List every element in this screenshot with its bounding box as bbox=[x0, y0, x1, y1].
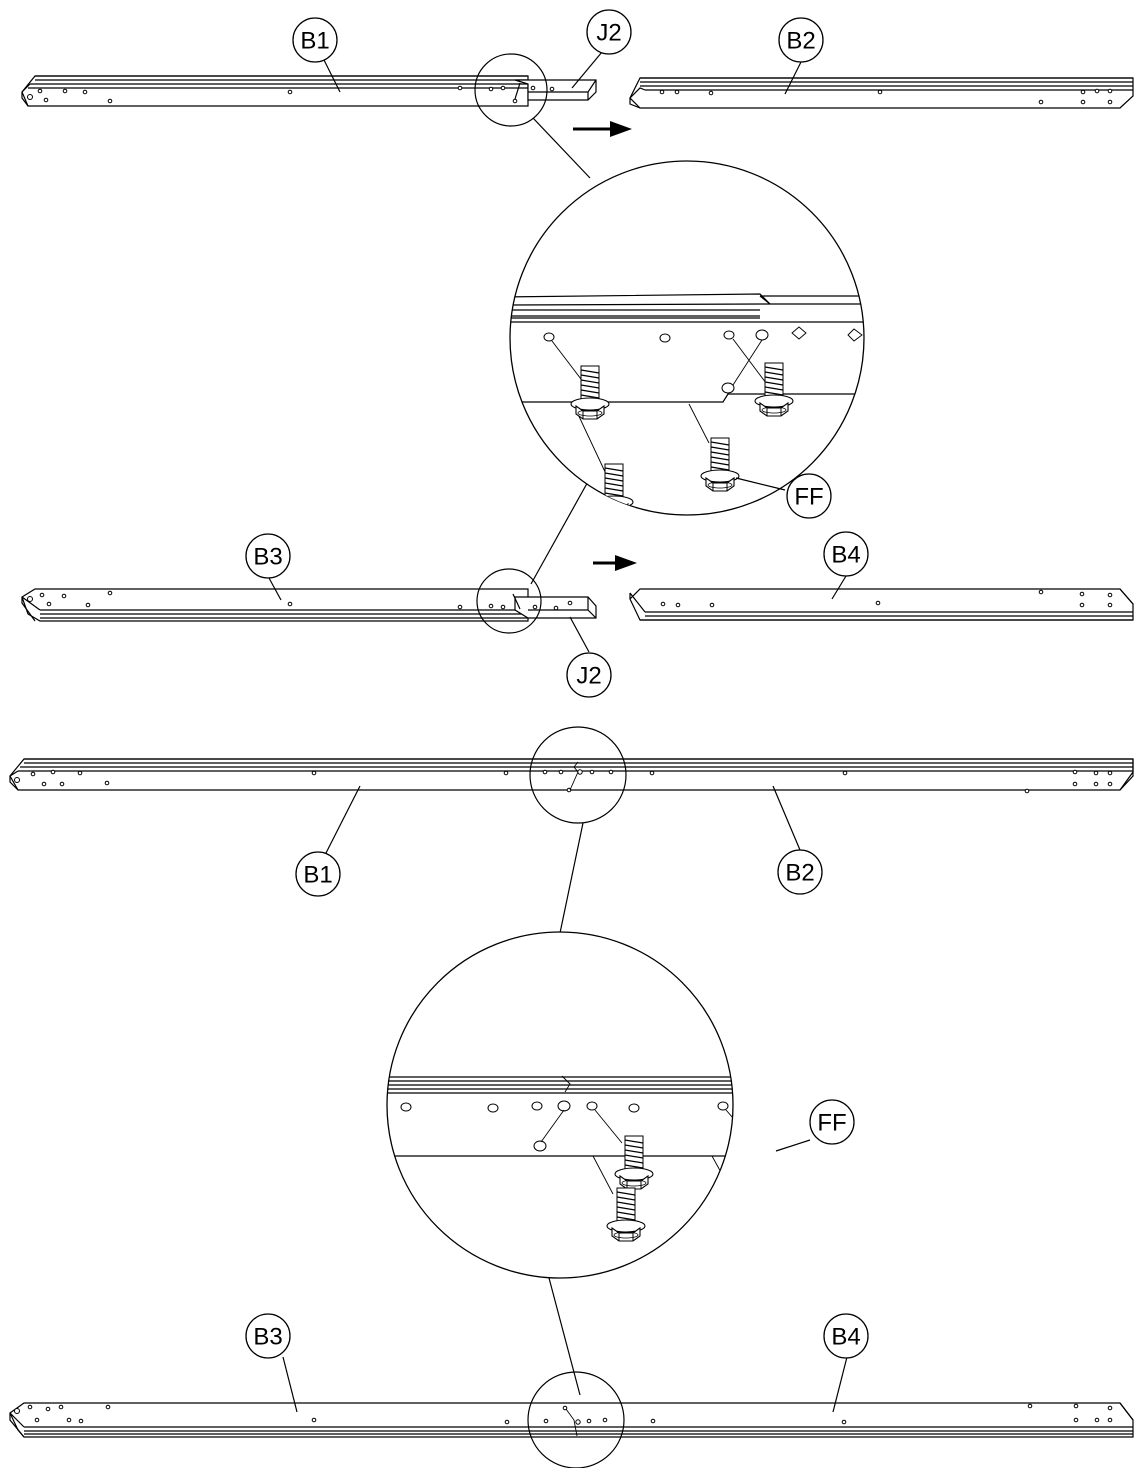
detail-view-bottom bbox=[386, 931, 811, 1279]
beam-b1-top bbox=[21, 75, 529, 107]
arrow-right-icon bbox=[573, 121, 632, 137]
callout-j2-top: J2 bbox=[586, 9, 632, 55]
svg-text:B1: B1 bbox=[303, 862, 332, 889]
svg-text:B3: B3 bbox=[253, 544, 282, 571]
flange-bolt-icon bbox=[751, 1134, 789, 1187]
svg-text:B4: B4 bbox=[831, 542, 860, 569]
svg-text:FF: FF bbox=[817, 1110, 846, 1137]
callout-ff-bottom: FF bbox=[809, 1099, 855, 1145]
svg-text:FF: FF bbox=[794, 484, 823, 511]
beam-b2-top bbox=[629, 77, 1134, 109]
svg-text:J2: J2 bbox=[576, 663, 601, 690]
svg-text:B2: B2 bbox=[786, 28, 815, 55]
svg-text:B2: B2 bbox=[785, 860, 814, 887]
callout-b2-top: B2 bbox=[778, 17, 824, 63]
beam-b3-b4-assembled bbox=[9, 1402, 1134, 1438]
callout-j2-bottom: J2 bbox=[566, 652, 612, 698]
joint-zoom-marker bbox=[474, 53, 548, 127]
arrow-right-icon bbox=[593, 555, 637, 571]
beam-b4-top bbox=[629, 588, 1134, 621]
joiner-j2-bottom bbox=[512, 593, 597, 619]
callout-b4-top: B4 bbox=[823, 531, 869, 577]
joint-zoom-marker bbox=[476, 568, 542, 634]
callout-b1-assembled: B1 bbox=[295, 851, 341, 897]
svg-text:B1: B1 bbox=[300, 28, 329, 55]
flange-bolt-icon bbox=[727, 1187, 733, 1242]
callout-b3-top: B3 bbox=[245, 533, 291, 579]
beam-b3-top bbox=[21, 588, 529, 622]
svg-text:B3: B3 bbox=[253, 1324, 282, 1351]
detail-view-top bbox=[509, 160, 865, 516]
callout-b2-assembled: B2 bbox=[777, 849, 823, 895]
joint-zoom-marker bbox=[529, 726, 627, 824]
svg-text:B4: B4 bbox=[831, 1324, 860, 1351]
callout-b4-assembled: B4 bbox=[823, 1313, 869, 1359]
joint-zoom-marker bbox=[527, 1371, 625, 1468]
callout-b1-top: B1 bbox=[292, 17, 338, 63]
callout-b3-assembled: B3 bbox=[245, 1313, 291, 1359]
joiner-j2-top bbox=[514, 79, 597, 101]
svg-text:J2: J2 bbox=[596, 20, 621, 47]
beam-b1-b2-assembled bbox=[9, 758, 1134, 794]
callout-ff-top: FF bbox=[786, 473, 832, 519]
